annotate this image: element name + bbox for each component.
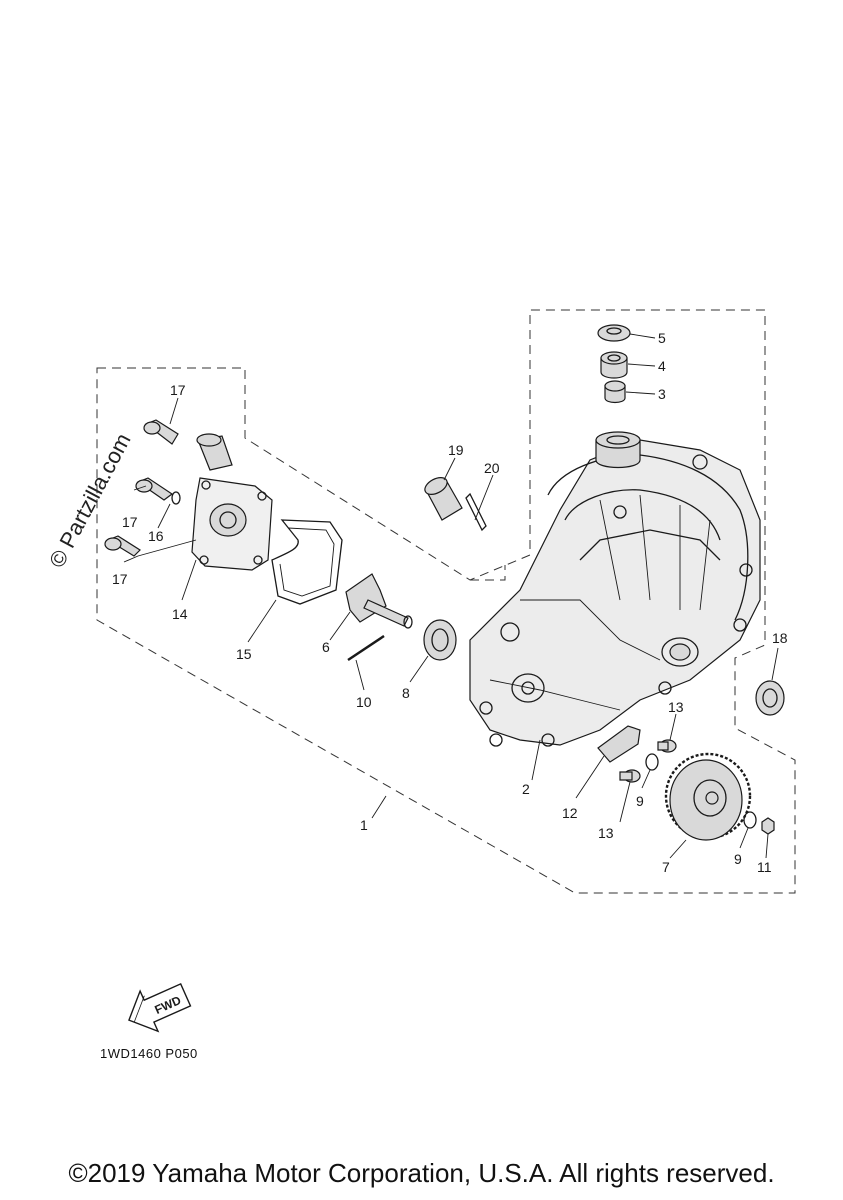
callout-6: 6 bbox=[322, 639, 330, 655]
callout-7: 7 bbox=[662, 859, 670, 875]
washer-16 bbox=[171, 491, 181, 505]
pump-housing bbox=[191, 433, 273, 571]
copyright-notice: ©2019 Yamaha Motor Corporation, U.S.A. A… bbox=[68, 1158, 775, 1188]
pin bbox=[347, 634, 385, 662]
plate bbox=[597, 725, 641, 763]
callout-17-bottom: 17 bbox=[112, 571, 128, 587]
fwd-arrow-icon: FWD bbox=[128, 982, 192, 1033]
callout-4: 4 bbox=[658, 358, 666, 374]
callout-12: 12 bbox=[562, 805, 578, 821]
o-ring bbox=[465, 492, 487, 532]
bolt-13-lower bbox=[619, 769, 641, 783]
callout-14: 14 bbox=[172, 606, 188, 622]
callout-17-top: 17 bbox=[170, 382, 186, 398]
needle-bearing bbox=[600, 351, 628, 379]
callout-1: 1 bbox=[360, 817, 368, 833]
callout-13-lower: 13 bbox=[598, 825, 614, 841]
callout-2: 2 bbox=[522, 781, 530, 797]
callout-16: 16 bbox=[148, 528, 164, 544]
drive-seal bbox=[755, 680, 785, 716]
oil-seal bbox=[597, 324, 631, 342]
bolt-13-upper bbox=[657, 739, 677, 753]
pump-bearing bbox=[423, 619, 457, 661]
callout-11: 11 bbox=[757, 859, 772, 875]
callout-13-upper: 13 bbox=[668, 699, 684, 715]
callout-9-upper: 9 bbox=[636, 793, 644, 809]
callout-9-lower: 9 bbox=[734, 851, 742, 867]
assembly-outline bbox=[96, 309, 796, 894]
callout-17-middle: 17 bbox=[122, 514, 138, 530]
callout-3: 3 bbox=[658, 386, 666, 402]
impeller bbox=[345, 573, 413, 629]
crankcase-cover bbox=[469, 431, 761, 747]
plug bbox=[424, 477, 463, 521]
callout-15: 15 bbox=[236, 646, 252, 662]
bolt-17-middle bbox=[135, 477, 174, 501]
bolt-17-bottom bbox=[104, 535, 141, 557]
gasket bbox=[271, 519, 343, 605]
bolt-17-top bbox=[143, 419, 179, 445]
leader-lines bbox=[123, 333, 779, 859]
callout-10: 10 bbox=[356, 694, 372, 710]
callout-5: 5 bbox=[658, 330, 666, 346]
callout-18: 18 bbox=[772, 630, 788, 646]
callout-19: 19 bbox=[448, 442, 464, 458]
bushing bbox=[604, 380, 626, 404]
nut bbox=[761, 817, 775, 835]
washer-upper bbox=[645, 753, 659, 771]
gasket-inner bbox=[279, 527, 335, 597]
callout-8: 8 bbox=[402, 685, 410, 701]
drive-gear bbox=[664, 752, 752, 841]
callout-20: 20 bbox=[484, 460, 500, 476]
washer-lower bbox=[743, 811, 757, 829]
drawing-code: 1WD1460 P050 bbox=[100, 1046, 198, 1061]
subassembly-outline bbox=[470, 565, 506, 581]
